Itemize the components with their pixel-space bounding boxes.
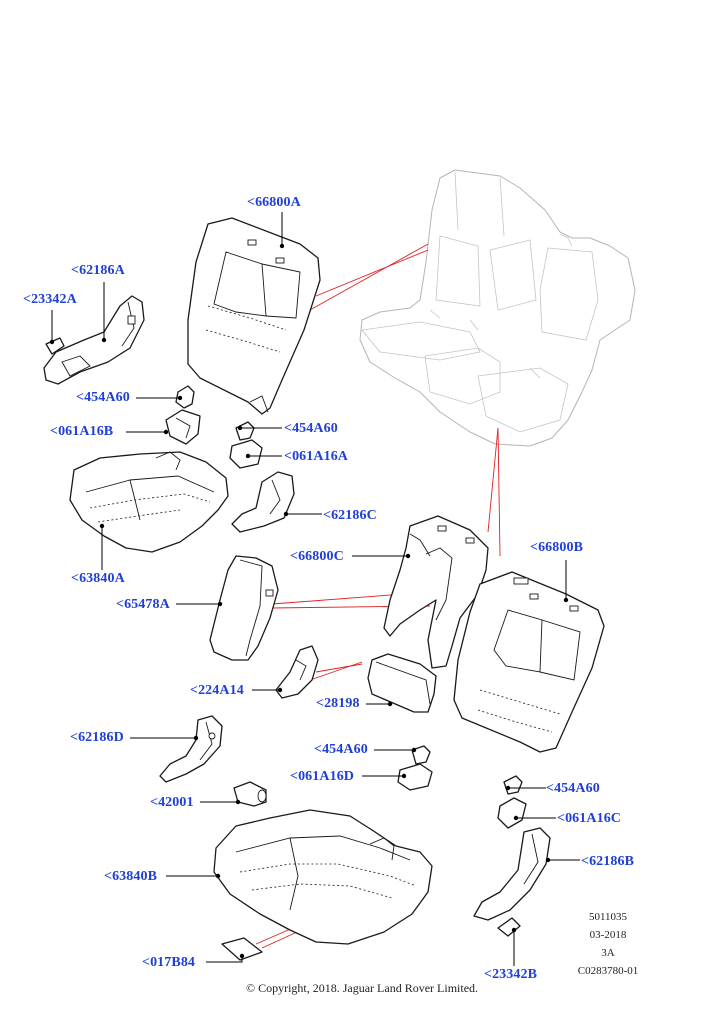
callout-23342b[interactable]: <23342B bbox=[484, 967, 538, 982]
callout-454a60-3[interactable]: <454A60 bbox=[314, 742, 368, 757]
backrest-66800a bbox=[187, 217, 321, 415]
callout-62186c[interactable]: <62186C bbox=[323, 508, 377, 523]
callout-65478a[interactable]: <65478A bbox=[116, 597, 170, 612]
callout-224a14[interactable]: <224A14 bbox=[190, 683, 244, 698]
illustration-id: C0283780-01 bbox=[577, 965, 639, 977]
cover-62186c bbox=[231, 471, 295, 533]
trim-061a16d bbox=[397, 763, 433, 791]
callout-454a60-1[interactable]: <454A60 bbox=[76, 390, 130, 405]
illustration-date: 03-2018 bbox=[589, 929, 627, 941]
trim-061a16c bbox=[497, 797, 527, 829]
leader-lines bbox=[49, 212, 580, 966]
backrest-66800c bbox=[383, 515, 489, 669]
copyright-notice: © Copyright, 2018. Jaguar Land Rover Lim… bbox=[245, 981, 479, 995]
callout-63840a[interactable]: <63840A bbox=[71, 571, 125, 586]
clip-23342a bbox=[45, 337, 65, 355]
illustration-code: 5011035 bbox=[588, 911, 628, 923]
bracket-454a60-1 bbox=[175, 385, 195, 409]
callout-061a16a[interactable]: <061A16A bbox=[284, 449, 348, 464]
pad-28198 bbox=[367, 653, 437, 713]
callout-66800a[interactable]: <66800A bbox=[247, 195, 301, 210]
backrest-66800b bbox=[453, 571, 605, 753]
callout-63840b[interactable]: <63840B bbox=[104, 869, 158, 884]
cushion-63840a bbox=[69, 451, 229, 553]
clip-23342b bbox=[497, 917, 521, 937]
callout-454a60-2[interactable]: <454A60 bbox=[284, 421, 338, 436]
callout-061a16d[interactable]: <061A16D bbox=[290, 769, 354, 784]
callout-62186a[interactable]: <62186A bbox=[71, 263, 125, 278]
callout-66800b[interactable]: <66800B bbox=[530, 540, 584, 555]
callout-62186d[interactable]: <62186D bbox=[70, 730, 124, 745]
callout-66800c[interactable]: <66800C bbox=[290, 549, 344, 564]
callout-061a16b[interactable]: <061A16B bbox=[50, 424, 114, 439]
illustration-revision: 3A bbox=[601, 947, 615, 959]
cushion-63840b bbox=[213, 809, 433, 945]
callout-62186b[interactable]: <62186B bbox=[581, 854, 635, 869]
bracket-454a60-3 bbox=[411, 745, 431, 765]
callout-23342a[interactable]: <23342A bbox=[23, 292, 77, 307]
panel-224a14 bbox=[275, 645, 319, 699]
callout-28198[interactable]: <28198 bbox=[316, 696, 360, 711]
callout-454a60-4[interactable]: <454A60 bbox=[546, 781, 600, 796]
callout-061a16c[interactable]: <061A16C bbox=[557, 811, 621, 826]
cover-62186a bbox=[43, 295, 145, 385]
plate-017b84 bbox=[221, 937, 263, 961]
cover-62186b bbox=[473, 827, 551, 921]
ghost-seat-assembly bbox=[359, 169, 636, 447]
armrest-65478a bbox=[209, 555, 279, 661]
trim-061a16b bbox=[165, 409, 201, 445]
bracket-454a60-2 bbox=[235, 421, 255, 441]
cover-62186d bbox=[159, 715, 223, 783]
bracket-454a60-4 bbox=[503, 775, 523, 795]
callout-42001[interactable]: <42001 bbox=[150, 795, 194, 810]
trim-061a16a bbox=[229, 439, 263, 469]
callout-017b84[interactable]: <017B84 bbox=[142, 955, 196, 970]
